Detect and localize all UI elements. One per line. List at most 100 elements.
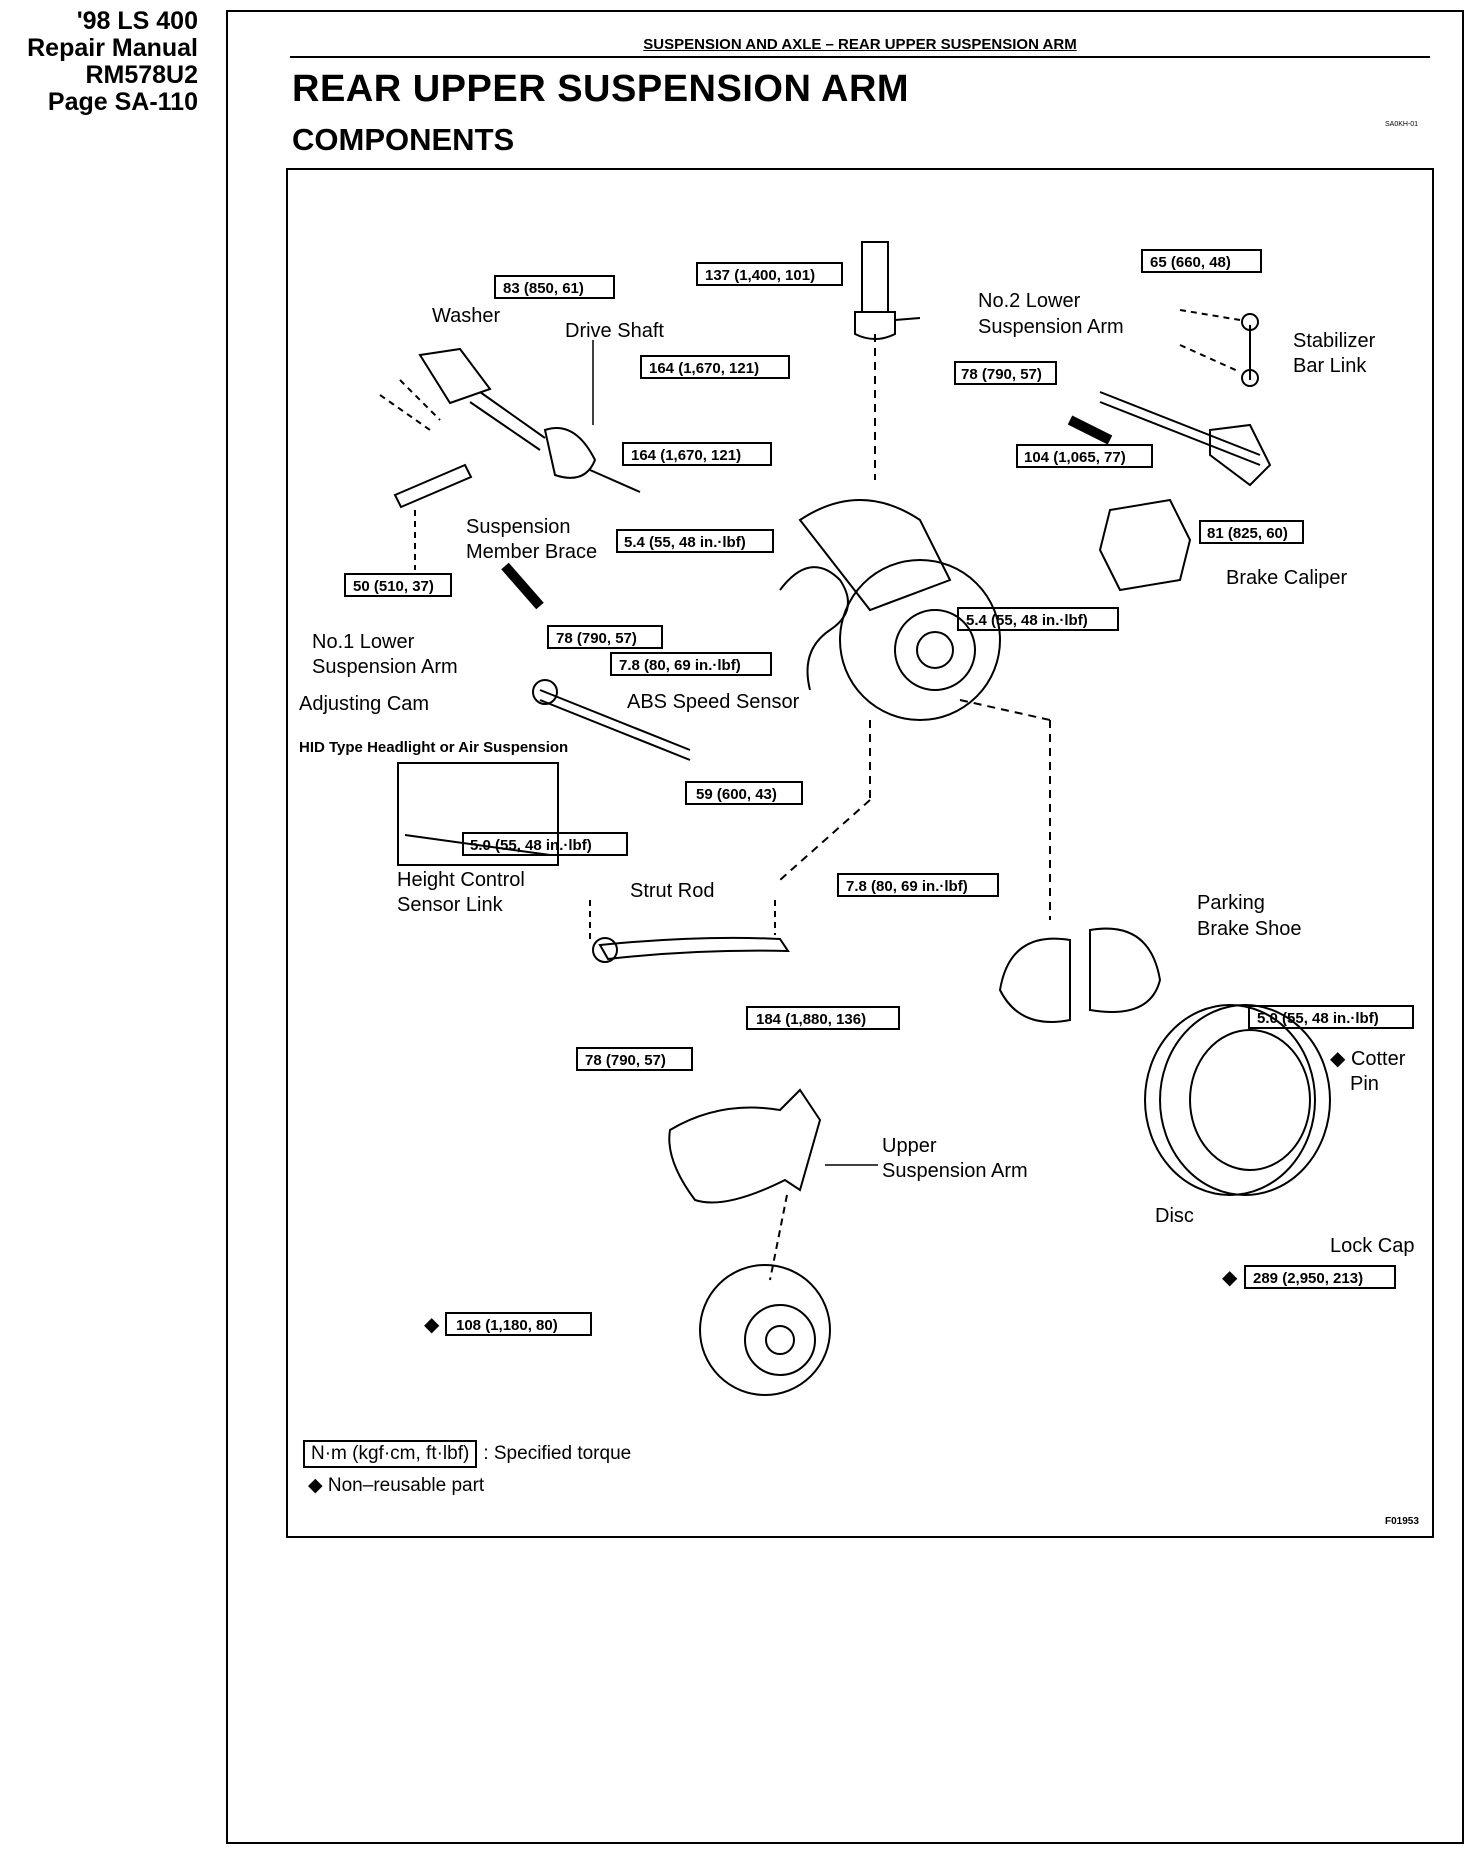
axle-carrier [798, 499, 952, 612]
torque-78a: 78 (790, 57) [961, 366, 1042, 383]
torque-78b: 78 (790, 57) [556, 630, 637, 647]
running-head: SUSPENSION AND AXLE – REAR UPPER SUSPENS… [290, 36, 1430, 53]
torque-box-78c [576, 1047, 693, 1071]
torque-50: 50 (510, 37) [353, 578, 434, 595]
torque-box-108 [445, 1312, 592, 1336]
page-title: REAR UPPER SUSPENSION ARM [292, 68, 910, 110]
label-lock-cap: Lock Cap [1330, 1235, 1415, 1257]
diagram-frame [286, 168, 1434, 1538]
label-abs-speed-sensor: ABS Speed Sensor [627, 691, 800, 713]
nonreusable-mark-289: ◆ [1222, 1267, 1238, 1289]
torque-box-5-4b [957, 607, 1119, 631]
figure-code: F01953 [1385, 1516, 1419, 1527]
label-suspension-member-brace: Suspension [466, 516, 571, 538]
label-no2-lower-arm-2: Suspension Arm [978, 316, 1124, 338]
shock-absorber [861, 241, 889, 313]
torque-59: 59 (600, 43) [696, 786, 777, 803]
torque-box-7-8a [610, 652, 772, 676]
shock-eye [854, 311, 896, 340]
torque-box-164b [622, 442, 772, 466]
torque-5-4b: 5.4 (55, 48 in.·lbf) [966, 612, 1088, 629]
torque-7-8b: 7.8 (80, 69 in.·lbf) [846, 878, 968, 895]
legend-torque-text: : Specified torque [483, 1443, 632, 1464]
label-stabilizer-bar-link: Stabilizer [1293, 330, 1376, 352]
label-height-control-link-2: Sensor Link [397, 894, 504, 916]
torque-104: 104 (1,065, 77) [1024, 449, 1126, 466]
torque-7-8a: 7.8 (80, 69 in.·lbf) [619, 657, 741, 674]
torque-164a: 164 (1,670, 121) [649, 360, 759, 377]
torque-box-137 [696, 262, 843, 286]
parking-brake-shoe [998, 937, 1071, 1023]
torque-box-81 [1199, 520, 1304, 544]
label-disc: Disc [1155, 1205, 1194, 1227]
torque-83: 83 (850, 61) [503, 280, 584, 297]
torque-box-164a [640, 355, 790, 379]
manual-info-line: Page SA-110 [47, 88, 198, 116]
legend-torque-unit: N·m (kgf·cm, ft·lbf) [303, 1440, 478, 1468]
label-height-control-link: Height Control [397, 869, 525, 891]
legend-nonreusable: ◆ Non–reusable part [308, 1475, 485, 1496]
torque-box-184 [746, 1006, 900, 1030]
label-suspension-member-brace-2: Member Brace [466, 541, 597, 563]
torque-78c: 78 (790, 57) [585, 1052, 666, 1069]
axle-hub [839, 559, 1001, 721]
torque-box-59 [685, 781, 803, 805]
drive-shaft-joint [543, 427, 597, 479]
manual-info-line: '98 LS 400 [76, 7, 198, 35]
torque-box-83 [494, 275, 615, 299]
manual-info-line: Repair Manual [27, 34, 198, 62]
drive-shaft-boot [418, 347, 492, 405]
strut-rod [598, 936, 790, 961]
label-parking-brake-shoe: Parking [1197, 892, 1265, 914]
label-upper-suspension-arm-2: Suspension Arm [882, 1160, 1028, 1182]
torque-box-78b [547, 625, 663, 649]
label-no1-lower-arm-2: Suspension Arm [312, 656, 458, 678]
height-control-inset [397, 762, 559, 866]
torque-137: 137 (1,400, 101) [705, 267, 815, 284]
torque-5-0b: 5.0 (55, 48 in.·lbf) [1257, 1010, 1379, 1027]
torque-65: 65 (660, 48) [1150, 254, 1231, 271]
torque-box-5-0a [462, 832, 628, 856]
torque-5-4a: 5.4 (55, 48 in.·lbf) [624, 534, 746, 551]
torque-289: 289 (2,950, 213) [1253, 1270, 1363, 1287]
torque-box-104 [1016, 444, 1153, 468]
label-cotter-pin: ◆ Cotter [1330, 1048, 1406, 1070]
torque-164b: 164 (1,670, 121) [631, 447, 741, 464]
label-no2-lower-arm: No.2 Lower [978, 290, 1081, 312]
torque-box-50 [344, 573, 452, 597]
page-frame [226, 10, 1464, 1844]
label-parking-brake-shoe-2: Brake Shoe [1197, 918, 1302, 940]
torque-184: 184 (1,880, 136) [756, 1011, 866, 1028]
label-washer: Washer [432, 305, 501, 327]
torque-box-5-4a [616, 529, 774, 553]
torque-box-5-0b [1248, 1005, 1414, 1029]
brake-disc [1159, 1004, 1331, 1196]
upper-suspension-arm [668, 1088, 822, 1204]
label-hid-note: HID Type Headlight or Air Suspension [299, 739, 568, 756]
running-head-text: SUSPENSION AND AXLE – REAR UPPER SUSPENS… [643, 36, 1077, 53]
doc-code: SA0KH-01 [1385, 121, 1419, 128]
torque-81: 81 (825, 60) [1207, 525, 1288, 542]
manual-info-line: RM578U2 [85, 61, 198, 89]
label-cotter-pin-2: Pin [1350, 1073, 1379, 1095]
torque-box-78a [954, 361, 1057, 385]
label-no1-lower-arm: No.1 Lower [312, 631, 415, 653]
manual-info: '98 LS 400 Repair Manual RM578U2 Page SA… [0, 8, 198, 116]
torque-box-65 [1141, 249, 1262, 273]
torque-box-289 [1244, 1265, 1396, 1289]
brake-caliper [1098, 498, 1192, 592]
member-brace [393, 463, 473, 509]
label-strut-rod: Strut Rod [630, 880, 714, 902]
label-brake-caliper: Brake Caliper [1226, 567, 1348, 589]
label-drive-shaft: Drive Shaft [565, 320, 664, 342]
label-stabilizer-bar-link-2: Bar Link [1293, 355, 1367, 377]
label-adjusting-cam: Adjusting Cam [299, 693, 429, 715]
label-upper-suspension-arm: Upper [882, 1135, 937, 1157]
torque-5-0a: 5.0 (55, 48 in.·lbf) [470, 837, 592, 854]
header-rule [290, 56, 1430, 58]
abs-wire [779, 566, 849, 691]
lower-hub [699, 1264, 831, 1396]
torque-box-7-8b [837, 873, 999, 897]
nonreusable-mark-108: ◆ [424, 1314, 440, 1336]
